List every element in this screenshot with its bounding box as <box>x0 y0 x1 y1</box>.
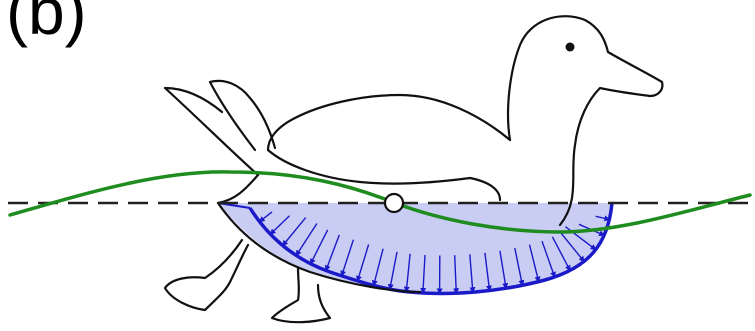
pressure-distribution <box>218 203 612 294</box>
duck-tail <box>218 175 258 203</box>
duck-wing <box>268 150 500 200</box>
duck-leg-back <box>165 240 248 310</box>
duck-wing-feather-2 <box>165 88 258 175</box>
duck-head <box>508 16 662 225</box>
duck-back <box>268 95 510 150</box>
pressure-region <box>218 203 612 294</box>
pivot-point <box>385 194 403 212</box>
duck-eye <box>566 43 575 52</box>
